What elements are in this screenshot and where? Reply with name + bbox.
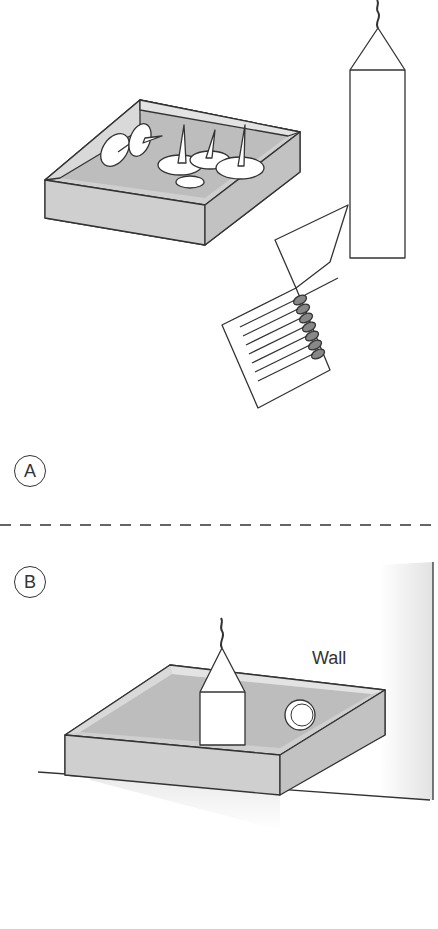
part-letter-circle: B bbox=[14, 566, 46, 598]
wall-shade bbox=[380, 562, 433, 800]
divider bbox=[0, 524, 438, 525]
candle bbox=[350, 0, 405, 258]
wall-edge bbox=[432, 562, 433, 800]
wall-label: Wall bbox=[312, 648, 346, 669]
tack-box bbox=[45, 100, 300, 245]
part-letter-circle: A bbox=[14, 455, 46, 487]
candle bbox=[200, 618, 245, 745]
thumbtacks bbox=[95, 121, 264, 188]
part-letter: A bbox=[24, 462, 36, 480]
thumbtack-head bbox=[285, 700, 315, 730]
part-letter: B bbox=[24, 573, 36, 591]
matchbook bbox=[222, 205, 348, 408]
